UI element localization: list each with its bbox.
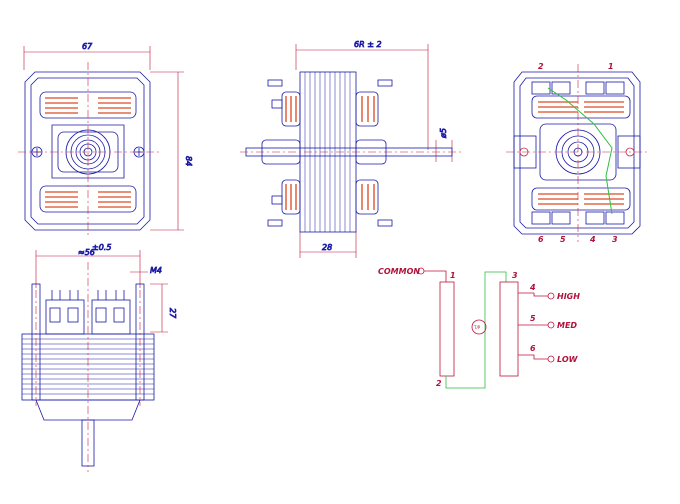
rear-terminal-5: 5 xyxy=(560,235,566,244)
pin-6-label: 6 xyxy=(530,344,536,353)
rear-terminal-6: 6 xyxy=(538,235,544,244)
front-width-label: 67 xyxy=(82,42,93,51)
main-coil xyxy=(439,281,455,377)
side-length-label: 6R ± 2 xyxy=(354,40,382,49)
rear-terminal-1: 1 xyxy=(608,62,614,71)
high-label: HIGH xyxy=(557,292,580,301)
front-top-coil xyxy=(45,97,131,114)
common-label: COMMON xyxy=(378,267,420,276)
pin-5-label: 5 xyxy=(530,314,536,323)
rear-internal-wire xyxy=(547,87,613,215)
front-bottom-coil xyxy=(45,191,131,208)
rear-terminal-4: 4 xyxy=(589,235,596,244)
rear-terminal-3: 3 xyxy=(612,235,618,244)
pin-1-label: 1 xyxy=(450,271,456,280)
side-stack-label: 28 xyxy=(322,243,332,252)
bottom-width-label: ≈56 xyxy=(78,248,95,257)
wiring-diagram xyxy=(417,267,555,389)
side-shaft-label: ø5 xyxy=(439,128,448,139)
front-frame xyxy=(24,71,151,231)
green-connection-wire xyxy=(445,271,507,389)
bottom-m-label: M4 xyxy=(150,266,162,275)
med-label: MED xyxy=(557,321,577,330)
tp-label: T/P xyxy=(473,325,481,330)
low-terminal xyxy=(547,355,555,363)
bottom-height-label: 27 xyxy=(168,308,177,319)
side-view: 6R ± 2 ø5 28 xyxy=(240,40,462,258)
high-terminal xyxy=(547,292,555,300)
front-height-label: 84 xyxy=(184,156,193,166)
low-label: LOW xyxy=(557,355,579,364)
auxiliary-coil xyxy=(499,281,519,377)
front-width-dimension xyxy=(23,46,151,70)
bottom-view: ±0.5 ≈56 M4 27 xyxy=(21,243,177,472)
pin-4-label: 4 xyxy=(529,283,536,292)
thermal-protector xyxy=(471,319,487,335)
med-terminal xyxy=(547,321,555,329)
rear-view xyxy=(506,64,650,242)
front-height-dimension xyxy=(150,71,184,231)
bottom-tol-label: ±0.5 xyxy=(92,243,111,252)
rear-terminal-2: 2 xyxy=(538,62,544,71)
pin-2-label: 2 xyxy=(436,379,442,388)
rear-frame xyxy=(513,71,641,235)
pin-3-label: 3 xyxy=(512,271,518,280)
front-view: 67 84 xyxy=(18,42,193,238)
